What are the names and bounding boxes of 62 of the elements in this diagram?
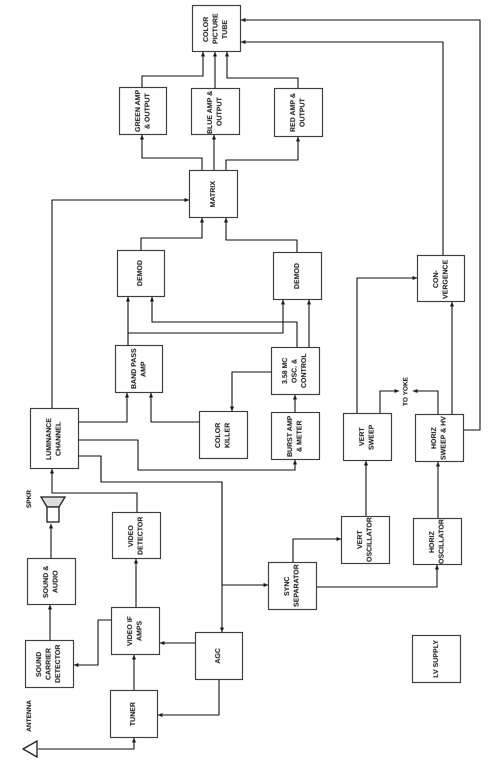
connector-line — [212, 134, 216, 170]
connector-line — [307, 300, 311, 347]
block-box — [417, 255, 465, 302]
block-box — [268, 562, 317, 610]
connector-line — [213, 52, 217, 88]
connector-line — [79, 392, 129, 423]
block-box — [412, 635, 461, 683]
connector-line — [127, 300, 285, 345]
block-box — [271, 412, 320, 460]
block-box — [110, 690, 158, 738]
connector-line — [450, 302, 454, 414]
connector-line — [160, 641, 195, 645]
connector-line — [132, 654, 136, 690]
connector-line — [412, 389, 439, 414]
block-box — [191, 88, 240, 135]
connector-line — [150, 296, 298, 347]
block-box — [192, 5, 241, 52]
connector-line — [51, 198, 190, 408]
block-box — [115, 345, 163, 393]
connector-line — [225, 136, 300, 170]
connector-line — [50, 468, 138, 512]
connector-line — [79, 455, 268, 587]
connector-line — [140, 218, 204, 250]
connector-line — [292, 537, 342, 562]
block-box — [199, 411, 248, 459]
connector-line — [49, 524, 53, 558]
connector-line — [48, 604, 52, 640]
connector-line — [141, 52, 205, 87]
block-box — [111, 607, 160, 655]
block-box — [415, 414, 464, 462]
connector-line — [225, 52, 299, 88]
connector-line — [38, 738, 136, 750]
block-box — [343, 413, 392, 461]
block-box — [195, 632, 243, 680]
block-box — [25, 640, 74, 688]
block-box — [30, 408, 79, 469]
connector-line — [364, 460, 368, 516]
connector-line — [158, 680, 220, 717]
connector-line — [356, 276, 418, 413]
connector-line — [224, 218, 298, 252]
block-box — [274, 88, 323, 137]
connector-line — [240, 18, 481, 431]
connector-line — [149, 392, 199, 423]
block-box — [413, 518, 462, 565]
block-box — [112, 512, 161, 559]
connector-line — [317, 564, 439, 588]
connector-line — [293, 394, 297, 412]
connector-line — [379, 389, 400, 413]
block-box — [117, 250, 165, 297]
connector-line — [230, 371, 271, 412]
block-box — [27, 558, 76, 605]
block-box — [341, 516, 390, 564]
connector-line — [134, 558, 138, 607]
connector-line — [436, 462, 440, 518]
connector-line — [74, 619, 111, 667]
connector-line — [79, 439, 297, 471]
block-box — [119, 87, 167, 135]
block-box — [273, 252, 322, 300]
block-box — [271, 347, 320, 395]
connector-line — [140, 134, 203, 170]
connector-line — [240, 40, 444, 255]
block-box — [189, 170, 238, 218]
